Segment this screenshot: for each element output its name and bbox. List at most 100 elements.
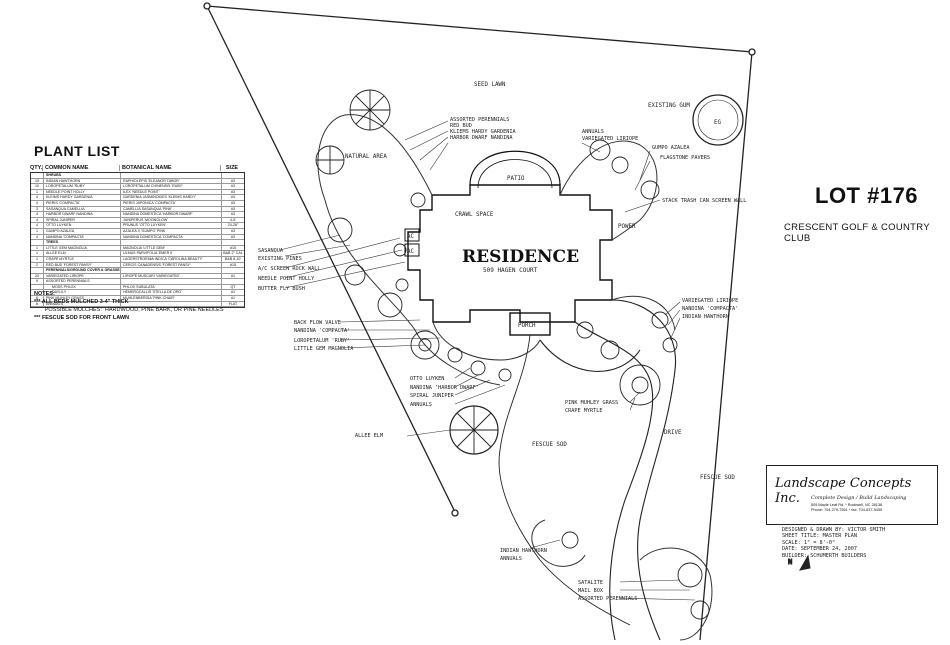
notes-title: NOTES: bbox=[34, 291, 55, 297]
callout-allee-elm: ALLEE ELM bbox=[355, 433, 383, 439]
callout-nandina-harbor-dwarf: NANDINA 'HARBOR DWARF' bbox=[410, 385, 479, 391]
callout-existing-pines: EXISTING PINES bbox=[258, 256, 302, 262]
callout-otto-luyken: OTTO LUYKEN bbox=[410, 376, 444, 382]
callout-crape-myrtle: CRAPE MYRTLE bbox=[565, 408, 602, 414]
patio-outline bbox=[469, 150, 561, 186]
plant-common-name: NANDINA 'COMPACTA' bbox=[44, 234, 121, 240]
callout-backflow: BACK FLOW VALVE bbox=[294, 320, 341, 326]
plant-common-name: INDIAN HAWTHORN bbox=[44, 178, 121, 184]
residence-title: RESIDENCE bbox=[462, 247, 579, 267]
credit-line: BUILDER: SCHUMERTH BUILDERS bbox=[782, 552, 867, 559]
note-line: POSSIBLE MULCHES: HARDWOOD, PINE BARK, O… bbox=[34, 307, 224, 313]
company-phone: Phone: 704-279-7561 * fax: 704-637-9435 bbox=[811, 508, 883, 512]
callout-nandina-compacta-right: NANDINA 'COMPACTA' bbox=[682, 306, 738, 312]
callout-assorted-perennials-bottom: ASSORTED PERENNIALS bbox=[578, 596, 637, 602]
callout-variegated-liriope-top: VARIEGATED LIRIOPE bbox=[582, 136, 638, 142]
plant-qty: 1 bbox=[31, 245, 44, 251]
callout-annuals-front: ANNUALS bbox=[410, 402, 432, 408]
company-tagline: Complete Design / Build Landscaping bbox=[811, 495, 907, 501]
plant-size: #1 bbox=[231, 296, 235, 301]
plant-size: B&B 8-10' bbox=[224, 256, 242, 261]
drive-label: DRIVE bbox=[664, 430, 682, 436]
plant-qty: 4 bbox=[31, 212, 44, 217]
plant-botanical-name: PIERIS JAPONICA 'COMPACTA' bbox=[121, 200, 222, 206]
plant-qty: 6 bbox=[31, 296, 44, 301]
note-line: *** FESCUE SOD FOR FRONT LAWN bbox=[34, 315, 130, 321]
plant-size: 24-28" bbox=[227, 223, 239, 228]
plant-qty: 8 bbox=[31, 301, 44, 307]
plant-size: #3 bbox=[231, 228, 235, 233]
callout-nandina-compacta-left: NANDINA 'COMPACTA' bbox=[294, 328, 350, 334]
plant-botanical-name: HEMEROCALLIS 'STELLA DE ORO' bbox=[121, 290, 222, 296]
crawl-space-label: CRAWL SPACE bbox=[455, 212, 494, 218]
plant-botanical-name: CAMELLIA SASANQUA 'PINK' bbox=[121, 206, 222, 212]
company-logo: Landscape Concepts Inc. Complete Design … bbox=[766, 465, 938, 525]
plant-common-name: ALLEE ELM bbox=[44, 251, 121, 256]
plant-common-name: SHRUBS bbox=[44, 173, 121, 178]
walkway bbox=[498, 334, 631, 626]
plant-botanical-name: AZALEA X 'GUMPO' PINK bbox=[121, 228, 222, 234]
plant-qty: 2 bbox=[31, 262, 44, 268]
plant-common-name: PINK MUHLEY GRASS bbox=[44, 296, 121, 301]
driveway bbox=[539, 299, 677, 641]
plant-size bbox=[222, 240, 244, 245]
porch-label: PORCH bbox=[518, 323, 536, 329]
plant-qty bbox=[31, 173, 44, 178]
callout-little-gem: LITTLE GEM MAGNOLIA bbox=[294, 346, 354, 352]
fescue-sod-right-label: FESCUE SOD bbox=[700, 475, 735, 481]
plant-botanical-name bbox=[121, 301, 222, 307]
callout-ac-screen: A/C SCREEN ROCK WALL bbox=[258, 266, 320, 272]
plant-size: B&B 2" CAL bbox=[223, 251, 243, 256]
plant-size: #1 bbox=[231, 290, 235, 295]
plant-common-name: HARBOR DWARF NANDINA bbox=[44, 212, 121, 217]
plant-list-title: PLANT LIST bbox=[34, 143, 120, 159]
plant-size: #15 bbox=[230, 245, 236, 250]
plant-botanical-name bbox=[121, 268, 222, 273]
plant-size: QT bbox=[230, 284, 236, 289]
header-botanical-name: BOTANICAL NAME bbox=[120, 165, 221, 171]
plant-size: #3 bbox=[231, 189, 235, 194]
callout-annuals-top: ANNUALS bbox=[582, 129, 604, 135]
power-label: POWER bbox=[618, 224, 636, 230]
plant-common-name: MOSS PHLOX bbox=[44, 284, 121, 290]
plant-size: #3 bbox=[231, 234, 235, 239]
plant-qty: 1 bbox=[31, 251, 44, 256]
leader-lines bbox=[279, 120, 696, 601]
plant-common-name: PIERIS 'COMPACTA' bbox=[44, 200, 121, 206]
plant-size: #3 bbox=[231, 200, 235, 205]
header-common-name: COMMON NAME bbox=[43, 165, 120, 171]
callout-spiral-juniper: SPIRAL JUNIPER bbox=[410, 393, 455, 399]
plant-botanical-name: CERCIS CANADENSIS 'FOREST PANSY' bbox=[121, 262, 222, 268]
planting-beds bbox=[317, 114, 713, 641]
design-credits: DESIGNED & DRAWN BY: VICTOR SMITH SHEET … bbox=[782, 527, 885, 559]
fescue-sod-front-label: FESCUE SOD bbox=[532, 442, 567, 448]
seed-lawn-label: SEED LAWN bbox=[474, 82, 506, 88]
callout-butterfly-bush: BUTTER FLY BUSH bbox=[258, 286, 305, 292]
plant-size: #3 bbox=[231, 206, 235, 211]
residence-address: 509 HAGEN COURT bbox=[483, 267, 538, 274]
natural-area-label: NATURAL AREA bbox=[345, 154, 387, 160]
plant-common-name: KLEIMS HARDY GARDENIA bbox=[44, 195, 121, 200]
plant-qty: 1 bbox=[31, 189, 44, 195]
callout-kliems-gardenia: KLIEMS HARDY GARDENIA bbox=[450, 129, 516, 135]
existing-gum-label: EXISTING GUM bbox=[648, 103, 690, 109]
plant-qty bbox=[31, 284, 44, 290]
callout-annuals-bottom: ANNUALS bbox=[500, 556, 522, 562]
plant-botanical-name: PHLOX SUBULATA bbox=[121, 284, 222, 290]
credit-line: DATE: SEPTEMBER 24, 2007 bbox=[782, 546, 857, 553]
plant-common-name: TREES bbox=[44, 240, 121, 245]
header-qty: QTY. bbox=[30, 165, 43, 171]
callout-variegated-liriope-right: VARIEGATED LIRIOPE bbox=[682, 298, 738, 304]
plant-botanical-name: MAGNOLIA 'LITTLE GEM' bbox=[121, 245, 222, 251]
callout-mail-box: MAIL BOX bbox=[578, 588, 604, 594]
plant-qty: 4 bbox=[31, 234, 44, 240]
plant-common-name: GUMPO AZALEA bbox=[44, 228, 121, 234]
plant-size: #15 bbox=[230, 262, 236, 267]
company-address: 505 Maple Leaf Rd. * Rockwell, NC 28138 bbox=[811, 503, 883, 507]
